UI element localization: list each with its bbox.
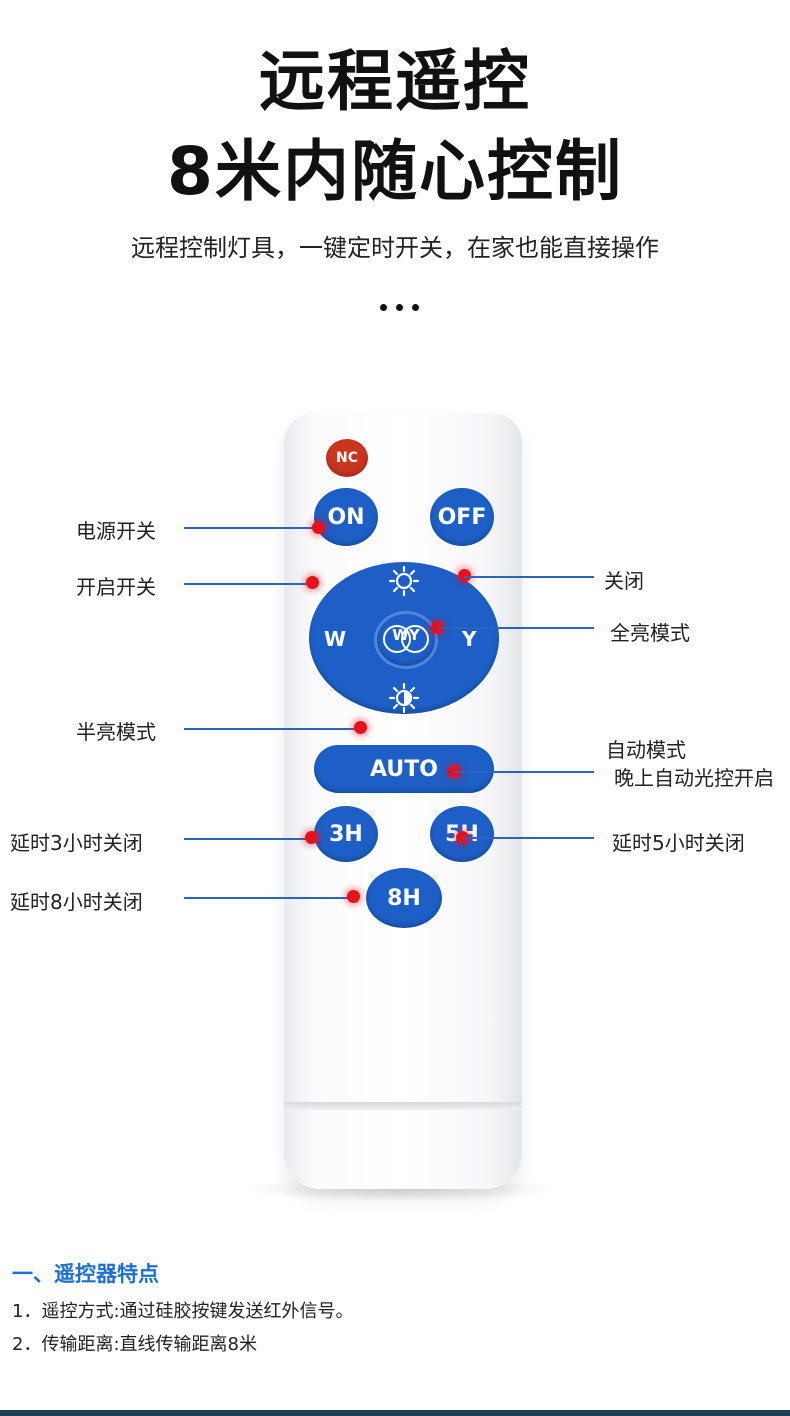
nc-button[interactable]: NC [326, 439, 368, 477]
callout-delay5: 延时5小时关闭 [612, 831, 745, 855]
callout-delay8: 延时8小时关闭 [10, 890, 143, 914]
callout-auto-detail: 晚上自动光控开启 [614, 766, 774, 790]
on-button[interactable]: ON [314, 488, 378, 546]
hero-title-line2: 8米内随心控制 [167, 133, 623, 210]
callout-full-bright: 全亮模式 [610, 621, 690, 645]
bottom-bar [0, 1410, 790, 1416]
sun-bright-icon[interactable] [388, 565, 420, 597]
indicator-dot-delay3 [305, 831, 318, 844]
callout-close: 关闭 [604, 569, 644, 593]
indicator-dot-close [458, 569, 471, 582]
callout-open: 开启开关 [76, 575, 156, 599]
leader-line-open [184, 583, 308, 585]
sun-dim-icon[interactable] [388, 682, 420, 714]
leader-line-delay5 [462, 837, 594, 839]
indicator-dot-open [306, 576, 319, 589]
wy-rings-icon [381, 623, 431, 655]
feature-item-2: 2．传输距离:直线传输距离8米 [12, 1334, 257, 1355]
off-button[interactable]: OFF [430, 488, 494, 546]
features-section-title: 一、遥控器特点 [12, 1262, 159, 1286]
leader-line-power [184, 527, 318, 529]
auto-button[interactable]: AUTO [314, 745, 494, 793]
ellipsis-divider [380, 304, 419, 311]
callout-power: 电源开关 [76, 519, 156, 543]
callout-delay3: 延时3小时关闭 [10, 831, 143, 855]
leader-line-delay3 [184, 838, 308, 840]
feature-item-1: 1．遥控方式:通过硅胶按键发送红外信号。 [12, 1301, 354, 1322]
indicator-dot-full-bright [431, 621, 444, 634]
hero-title-line1: 远程遥控 [259, 43, 531, 120]
remote-seam [284, 1102, 522, 1110]
hero-subtitle: 远程控制灯具，一键定时开关，在家也能直接操作 [131, 234, 659, 262]
wy-button-label: WY [392, 626, 420, 644]
leader-line-full-bright [438, 627, 594, 629]
callout-half-bright: 半亮模式 [76, 720, 156, 744]
indicator-dot-power [312, 521, 325, 534]
leader-line-auto [454, 771, 594, 773]
callout-auto-title: 自动模式 [606, 738, 686, 762]
leader-line-close [464, 576, 594, 578]
w-mode-label[interactable]: W [324, 627, 347, 651]
indicator-dot-delay8 [347, 890, 360, 903]
y-mode-label[interactable]: Y [462, 627, 477, 651]
leader-line-half-bright [184, 728, 356, 730]
indicator-dot-half-bright [354, 721, 367, 734]
leader-line-delay8 [184, 897, 350, 899]
timer-8h-button[interactable]: 8H [366, 868, 442, 928]
timer-3h-button[interactable]: 3H [314, 806, 378, 862]
remote-body [284, 413, 522, 1189]
